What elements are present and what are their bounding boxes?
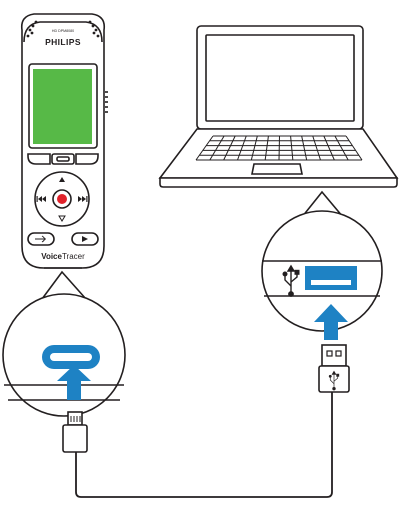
product-name-bold: Voice — [41, 252, 62, 261]
skip-back-icon[interactable] — [36, 196, 47, 202]
recorder-top-cap — [23, 21, 103, 43]
keyboard-column-line — [250, 135, 258, 161]
keyboard-column-line — [195, 135, 214, 161]
back-icon — [35, 235, 46, 243]
laptop-screen — [205, 34, 355, 122]
play-icon — [82, 236, 88, 242]
usb-cable — [75, 392, 333, 498]
keyboard-column-line — [323, 135, 335, 161]
record-icon — [57, 194, 67, 204]
usb-a-plug-hole-right — [335, 350, 342, 357]
product-name: VoiceTracer — [41, 252, 85, 261]
recorder-display — [33, 69, 92, 144]
usb-a-plug-tip — [321, 344, 347, 367]
keyboard-column-line — [278, 135, 280, 161]
usb-a-plug-hole-left — [326, 350, 333, 357]
keyboard-column-line — [264, 135, 269, 161]
product-name-light: Tracer — [62, 252, 85, 261]
laptop-touchpad — [251, 163, 303, 175]
laptop — [158, 25, 399, 188]
usb-c-plug-body — [62, 424, 88, 453]
right-softkey[interactable] — [75, 153, 99, 165]
usb-icon — [282, 264, 300, 297]
usb-c-magnifier — [2, 270, 126, 417]
laptop-lid — [196, 25, 364, 130]
arrow-up-icon — [314, 304, 348, 340]
left-softkey[interactable] — [27, 153, 51, 165]
keyboard-column-line — [209, 135, 225, 161]
arrow-up-icon — [57, 365, 91, 400]
up-arrow-icon[interactable] — [59, 177, 65, 182]
keyboard-column-line — [334, 135, 349, 161]
keyboard-column-line — [301, 135, 308, 161]
usb-icon — [328, 370, 340, 391]
usb-a-port-slot — [311, 280, 351, 285]
usb-a-port — [305, 266, 357, 290]
right-mic-grille — [88, 20, 100, 38]
side-button — [105, 91, 108, 113]
down-arrow-icon[interactable] — [58, 215, 66, 222]
usb-a-magnifier — [261, 190, 383, 340]
usb-c-plug-tip-detail — [70, 416, 81, 422]
laptop-keyboard — [195, 135, 363, 161]
left-mic-grille — [26, 20, 38, 38]
model-label: HD DPM8080 — [52, 29, 74, 33]
keyboard-column-line — [237, 135, 247, 161]
keyboard-column-line — [345, 135, 363, 161]
center-softkey[interactable] — [51, 153, 75, 165]
keyboard-column-line — [223, 135, 236, 161]
magnifier-pointer-left — [41, 270, 87, 300]
brand-logo: PHILIPS — [45, 37, 81, 47]
keyboard-column-line — [290, 135, 294, 161]
skip-forward-icon[interactable] — [78, 196, 88, 202]
usb-c-plug — [62, 411, 88, 453]
usb-c-port-slot — [50, 353, 92, 361]
magnifier-pointer-right — [301, 190, 344, 218]
keyboard-column-line — [312, 135, 321, 161]
record-button[interactable] — [52, 189, 72, 209]
center-softkey-mark — [56, 156, 70, 162]
laptop-base-front — [159, 177, 398, 188]
voice-recorder: HD DPM8080 PHILIPS VoiceTracer — [20, 13, 108, 269]
